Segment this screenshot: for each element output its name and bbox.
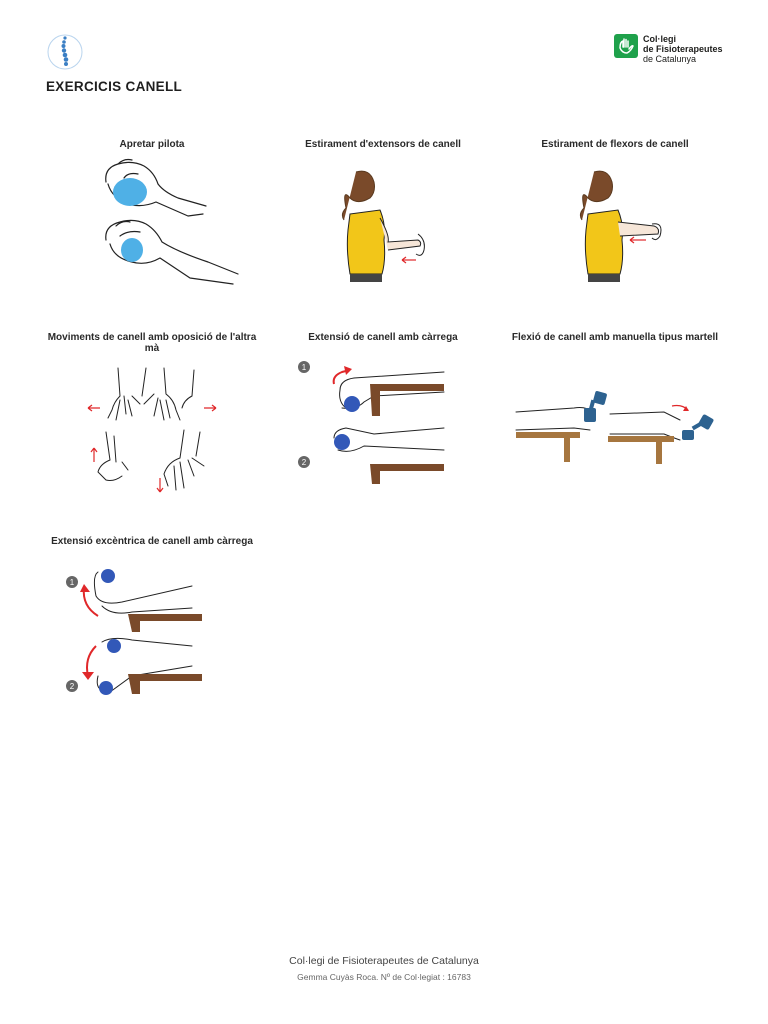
eccentric-extension-illustration: 1 2 xyxy=(66,569,202,695)
exercise-title-hammer-flexion: Flexió de canell amb manuella tipus mart… xyxy=(511,332,719,343)
exercise-title-loaded-extension: Extensió de canell amb càrrega xyxy=(308,332,458,343)
flexor-stretch-illustration xyxy=(579,170,662,282)
org-logo-line2: de Fisioterapeutes xyxy=(643,44,723,54)
squeeze-ball-illustration xyxy=(105,158,239,285)
exercise-title-extensor-stretch: Estirament d'extensors de canell xyxy=(305,139,461,150)
step-badge-1b: 1 xyxy=(70,578,75,587)
loaded-extension-illustration: 1 2 xyxy=(298,361,445,484)
org-logo-line3: de Catalunya xyxy=(643,54,697,64)
opposition-movements-illustration xyxy=(87,367,217,493)
exercise-title-flexor-stretch: Estirament de flexors de canell xyxy=(541,139,689,150)
org-logo: Col·legi de Fisioterapeutes de Catalunya xyxy=(614,34,734,70)
exercise-title-opposition-movements: Moviments de canell amb oposició de l'al… xyxy=(47,332,257,354)
footer-author: Gemma Cuyàs Roca. Nº de Col·legiat : 167… xyxy=(297,972,471,982)
exercise-title-eccentric-extension: Extensió excèntrica de canell amb càrreg… xyxy=(51,536,253,547)
footer-organization: Col·legi de Fisioterapeutes de Catalunya xyxy=(289,955,479,967)
extensor-stretch-illustration xyxy=(341,170,425,282)
org-logo-text: Col·legi de Fisioterapeutes de Catalunya xyxy=(643,34,723,64)
org-logo-line1: Col·legi xyxy=(643,34,676,44)
step-badge-2: 2 xyxy=(302,458,307,467)
spine-logo-icon xyxy=(47,34,83,70)
page-title: EXERCICIS CANELL xyxy=(46,79,183,94)
exercise-title-squeeze-ball: Apretar pilota xyxy=(119,139,185,150)
step-badge-1: 1 xyxy=(302,363,307,372)
step-badge-2b: 2 xyxy=(70,682,75,691)
hammer-flexion-illustration xyxy=(515,391,714,464)
hand-logo-icon xyxy=(614,34,638,58)
